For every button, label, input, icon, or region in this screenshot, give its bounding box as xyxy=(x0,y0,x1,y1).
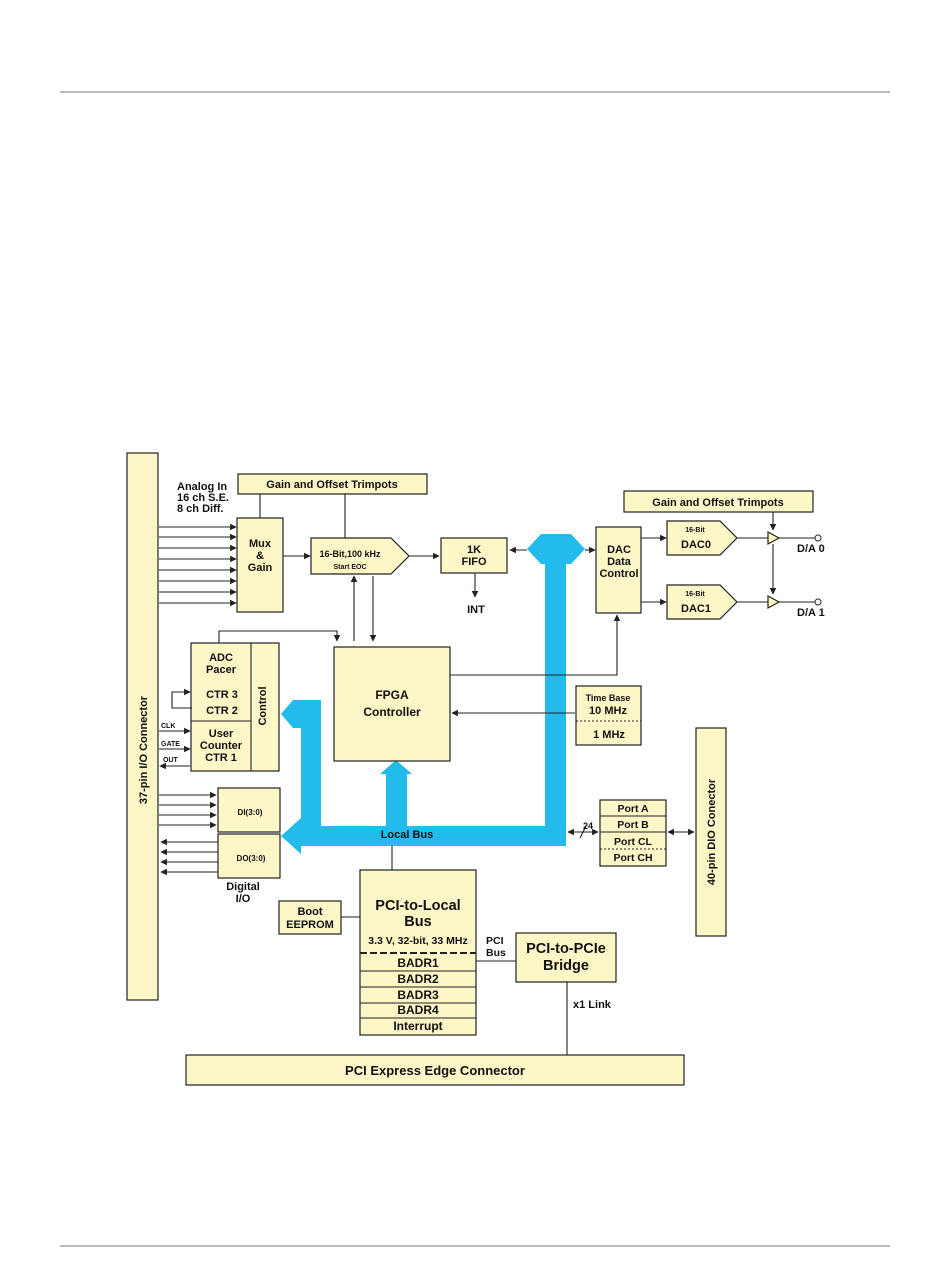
svg-text:Control: Control xyxy=(599,568,638,580)
svg-text:Start EOC: Start EOC xyxy=(333,564,366,571)
svg-text:DAC: DAC xyxy=(607,544,631,556)
fpga-controller: FPGA Controller xyxy=(333,646,451,762)
svg-text:ADC: ADC xyxy=(209,652,233,664)
pci-bus-label-2: Bus xyxy=(486,947,506,959)
svg-text:PCI-to-Local: PCI-to-Local xyxy=(375,898,460,914)
analog-in-label: Analog In xyxy=(177,481,227,493)
svg-text:BADR2: BADR2 xyxy=(397,972,439,986)
pci-to-pcie-bridge: PCI-to-PCIe Bridge xyxy=(515,932,617,983)
svg-text:CTR 1: CTR 1 xyxy=(205,752,237,764)
svg-text:BADR3: BADR3 xyxy=(397,988,439,1002)
local-bus-label: Local Bus xyxy=(381,829,434,841)
svg-text:Port A: Port A xyxy=(617,803,649,815)
local-bus-graphic xyxy=(281,534,585,854)
svg-text:Gain and Offset Trimpots: Gain and Offset Trimpots xyxy=(266,479,397,491)
gate-label: GATE xyxy=(161,741,180,748)
digital-io-lines xyxy=(159,791,218,876)
svg-text:Port CL: Port CL xyxy=(614,836,653,848)
x1-link-label: x1 Link xyxy=(573,999,612,1011)
dac0-block: 16-Bit DAC0 xyxy=(666,520,738,556)
svg-text:&: & xyxy=(256,550,264,562)
do-label: DO(3:0) xyxy=(237,854,266,863)
svg-text:Controller: Controller xyxy=(363,705,421,719)
bus-width-label: 24 xyxy=(583,821,593,831)
svg-text:3.3 V, 32-bit, 33 MHz: 3.3 V, 32-bit, 33 MHz xyxy=(368,935,467,947)
svg-text:Gain and Offset Trimpots: Gain and Offset Trimpots xyxy=(652,497,783,509)
svg-text:1 MHz: 1 MHz xyxy=(593,729,625,741)
trimpots-left: Gain and Offset Trimpots xyxy=(237,473,428,495)
svg-text:1K: 1K xyxy=(467,544,481,556)
svg-text:Interrupt: Interrupt xyxy=(393,1019,442,1033)
svg-text:DAC1: DAC1 xyxy=(681,603,711,615)
analog-input-lines xyxy=(159,523,237,607)
svg-text:PCI-to-PCIe: PCI-to-PCIe xyxy=(526,941,606,957)
connector-37-pin: 37-pin I/O Connector xyxy=(126,452,159,1001)
svg-text:Counter: Counter xyxy=(200,740,243,752)
dac1-block: 16-Bit DAC1 xyxy=(666,584,738,620)
svg-text:16-Bit,100 kHz: 16-Bit,100 kHz xyxy=(319,549,381,559)
pci-to-local-bus: PCI-to-Local Bus 3.3 V, 32-bit, 33 MHz B… xyxy=(359,869,477,1036)
svg-text:16-Bit: 16-Bit xyxy=(685,591,705,598)
svg-text:FPGA: FPGA xyxy=(375,688,409,702)
svg-text:Pacer: Pacer xyxy=(206,664,237,676)
port-block: Port A Port B Port CL Port CH xyxy=(599,799,667,867)
svg-text:Bridge: Bridge xyxy=(543,958,589,974)
di-do-block: DI(3:0) DO(3:0) xyxy=(217,787,281,879)
boot-eeprom: Boot EEPROM xyxy=(278,900,342,935)
out-label: OUT xyxy=(163,757,179,764)
svg-text:Time Base: Time Base xyxy=(586,693,631,703)
da1-label: D/A 1 xyxy=(797,607,825,619)
adc-block: 16-Bit,100 kHz Start EOC xyxy=(310,537,410,575)
svg-text:Bus: Bus xyxy=(404,914,431,930)
mux-gain-block: Mux & Gain xyxy=(236,517,284,613)
trimpots-right: Gain and Offset Trimpots xyxy=(623,490,814,513)
svg-text:CTR 2: CTR 2 xyxy=(206,705,238,717)
analog-in-diff: 8 ch Diff. xyxy=(177,503,223,515)
di-label: DI(3:0) xyxy=(238,808,263,817)
svg-text:Gain: Gain xyxy=(248,562,273,574)
digital-io-label: Digital xyxy=(226,881,260,893)
svg-text:Port B: Port B xyxy=(617,819,649,831)
svg-text:Port CH: Port CH xyxy=(613,852,652,864)
svg-text:EEPROM: EEPROM xyxy=(286,919,334,931)
svg-text:Mux: Mux xyxy=(249,538,272,550)
pci-bus-label: PCI xyxy=(486,935,504,947)
analog-in-se: 16 ch S.E. xyxy=(177,492,229,504)
connector-37-label: 37-pin I/O Connector xyxy=(138,695,150,804)
pacer-counter-block: ADC Pacer CTR 3 CTR 2 User Counter CTR 1… xyxy=(190,642,280,772)
connector-40-pin: 40-pin DIO Conector xyxy=(695,727,727,937)
svg-text:Data: Data xyxy=(607,556,632,568)
fifo-block: 1K FIFO xyxy=(440,537,508,574)
dac-data-control: DAC Data Control xyxy=(595,526,642,614)
time-base-block: Time Base 10 MHz 1 MHz xyxy=(575,685,642,746)
digital-io-label-2: I/O xyxy=(236,893,251,905)
svg-text:FIFO: FIFO xyxy=(461,556,486,568)
da0-label: D/A 0 xyxy=(797,543,825,555)
svg-text:10 MHz: 10 MHz xyxy=(589,705,627,717)
pcie-edge-connector: PCI Express Edge Connector xyxy=(185,1054,685,1086)
connector-40-label: 40-pin DIO Conector xyxy=(706,778,718,885)
svg-text:PCI Express Edge Connector: PCI Express Edge Connector xyxy=(345,1063,525,1078)
svg-text:CTR 3: CTR 3 xyxy=(206,689,238,701)
svg-text:16-Bit: 16-Bit xyxy=(685,527,705,534)
svg-text:BADR1: BADR1 xyxy=(397,956,439,970)
svg-text:Control: Control xyxy=(257,686,269,725)
svg-text:BADR4: BADR4 xyxy=(397,1003,439,1017)
svg-text:User: User xyxy=(209,728,234,740)
svg-text:DAC0: DAC0 xyxy=(681,539,711,551)
clk-label: CLK xyxy=(161,723,175,730)
svg-text:Boot: Boot xyxy=(297,906,322,918)
int-label: INT xyxy=(467,604,485,616)
